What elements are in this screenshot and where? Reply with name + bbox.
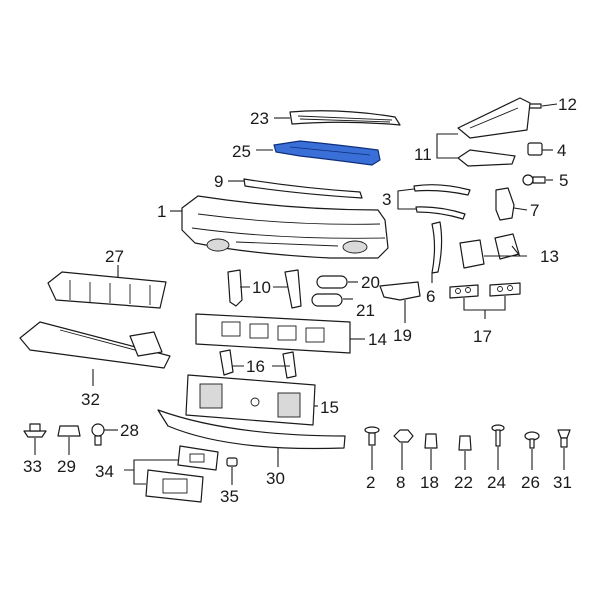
part-20-bezel[interactable] bbox=[316, 275, 348, 289]
part-35-plug[interactable] bbox=[226, 457, 238, 467]
part-2-clip[interactable] bbox=[364, 426, 380, 446]
part-5-bolt[interactable] bbox=[522, 174, 546, 186]
callout-30[interactable]: 30 bbox=[266, 469, 285, 488]
callout-16[interactable]: 16 bbox=[246, 357, 265, 376]
callout-6[interactable]: 6 bbox=[426, 287, 435, 306]
part-32-bumper-beam[interactable] bbox=[19, 321, 171, 369]
callout-25[interactable]: 25 bbox=[232, 142, 251, 161]
callout-18[interactable]: 18 bbox=[420, 473, 439, 492]
part-14-reinforcement[interactable] bbox=[195, 313, 351, 354]
part-4-clip[interactable] bbox=[527, 142, 543, 156]
callout-5[interactable]: 5 bbox=[559, 171, 568, 190]
part-24-bolt[interactable] bbox=[491, 424, 505, 447]
callout-26[interactable]: 26 bbox=[521, 473, 540, 492]
callout-10[interactable]: 10 bbox=[252, 278, 271, 297]
callout-23[interactable]: 23 bbox=[250, 109, 269, 128]
callout-9[interactable]: 9 bbox=[214, 172, 223, 191]
callout-28[interactable]: 28 bbox=[120, 421, 139, 440]
callout-12[interactable]: 12 bbox=[558, 95, 577, 114]
callout-34[interactable]: 34 bbox=[95, 462, 114, 481]
part-6-side-strip[interactable] bbox=[431, 221, 443, 274]
part-26-clip[interactable] bbox=[524, 431, 540, 449]
part-11-upper-trim[interactable] bbox=[457, 97, 531, 139]
part-25-energy-absorber[interactable] bbox=[273, 140, 381, 166]
callout-numbers: 23 12 25 11 4 9 5 1 3 7 27 13 10 20 21 6… bbox=[23, 95, 577, 506]
part-13-housing-lower[interactable] bbox=[459, 239, 485, 269]
part-16-bracket-left[interactable] bbox=[219, 349, 234, 376]
part-7-bracket[interactable] bbox=[495, 187, 515, 221]
part-3-lower-flare[interactable] bbox=[415, 206, 466, 220]
part-10-bracket-left[interactable] bbox=[227, 269, 243, 307]
callout-15[interactable]: 15 bbox=[320, 398, 339, 417]
part-8-nut[interactable] bbox=[393, 429, 414, 443]
callout-17[interactable]: 17 bbox=[473, 327, 492, 346]
callout-19[interactable]: 19 bbox=[393, 326, 412, 345]
part-23-upper-trim[interactable] bbox=[289, 110, 401, 126]
callout-27[interactable]: 27 bbox=[105, 247, 124, 266]
callout-29[interactable]: 29 bbox=[57, 457, 76, 476]
part-17-fog-lamp-right[interactable] bbox=[489, 282, 521, 297]
callout-1[interactable]: 1 bbox=[157, 202, 166, 221]
part-10-bracket-right[interactable] bbox=[284, 269, 302, 309]
part-19-trim[interactable] bbox=[379, 281, 421, 301]
part-3-upper-flare[interactable] bbox=[413, 184, 471, 196]
part-13-housing-upper[interactable] bbox=[494, 233, 520, 260]
part-34-plate-bracket-lower[interactable] bbox=[145, 469, 204, 503]
part-31-clip[interactable] bbox=[557, 429, 571, 448]
part-21-bezel[interactable] bbox=[311, 293, 343, 307]
leader-lines bbox=[34, 103, 565, 485]
callout-14[interactable]: 14 bbox=[368, 330, 387, 349]
part-17-fog-lamp-left[interactable] bbox=[449, 284, 479, 299]
callout-4[interactable]: 4 bbox=[557, 141, 566, 160]
callout-33[interactable]: 33 bbox=[23, 457, 42, 476]
callout-31[interactable]: 31 bbox=[553, 473, 572, 492]
callout-11[interactable]: 11 bbox=[414, 145, 432, 164]
callout-20[interactable]: 20 bbox=[361, 273, 380, 292]
callout-8[interactable]: 8 bbox=[396, 473, 405, 492]
part-15-brace-panel[interactable] bbox=[185, 374, 316, 426]
part-1-bumper-cover[interactable] bbox=[181, 195, 389, 259]
callout-32[interactable]: 32 bbox=[81, 390, 100, 409]
part-9-upper-rail[interactable] bbox=[243, 178, 363, 199]
part-33-nut[interactable] bbox=[23, 423, 47, 438]
part-16-bracket-right[interactable] bbox=[282, 351, 297, 379]
callout-7[interactable]: 7 bbox=[530, 201, 539, 220]
callout-35[interactable]: 35 bbox=[220, 487, 239, 506]
part-29-clip[interactable] bbox=[57, 425, 81, 437]
callout-21[interactable]: 21 bbox=[356, 301, 375, 320]
part-34-plate-bracket-upper[interactable] bbox=[177, 445, 219, 471]
callout-13[interactable]: 13 bbox=[540, 247, 559, 266]
part-11-lower-trim[interactable] bbox=[457, 149, 516, 167]
callout-2[interactable]: 2 bbox=[366, 473, 375, 492]
part-22-nut[interactable] bbox=[458, 435, 472, 451]
part-18-nut[interactable] bbox=[424, 433, 438, 449]
callout-24[interactable]: 24 bbox=[487, 473, 506, 492]
part-28-screw[interactable] bbox=[91, 423, 105, 446]
callout-22[interactable]: 22 bbox=[454, 473, 473, 492]
part-30-lower-valance[interactable] bbox=[157, 409, 346, 450]
part-27-grille[interactable] bbox=[47, 271, 167, 309]
callout-3[interactable]: 3 bbox=[382, 190, 391, 209]
